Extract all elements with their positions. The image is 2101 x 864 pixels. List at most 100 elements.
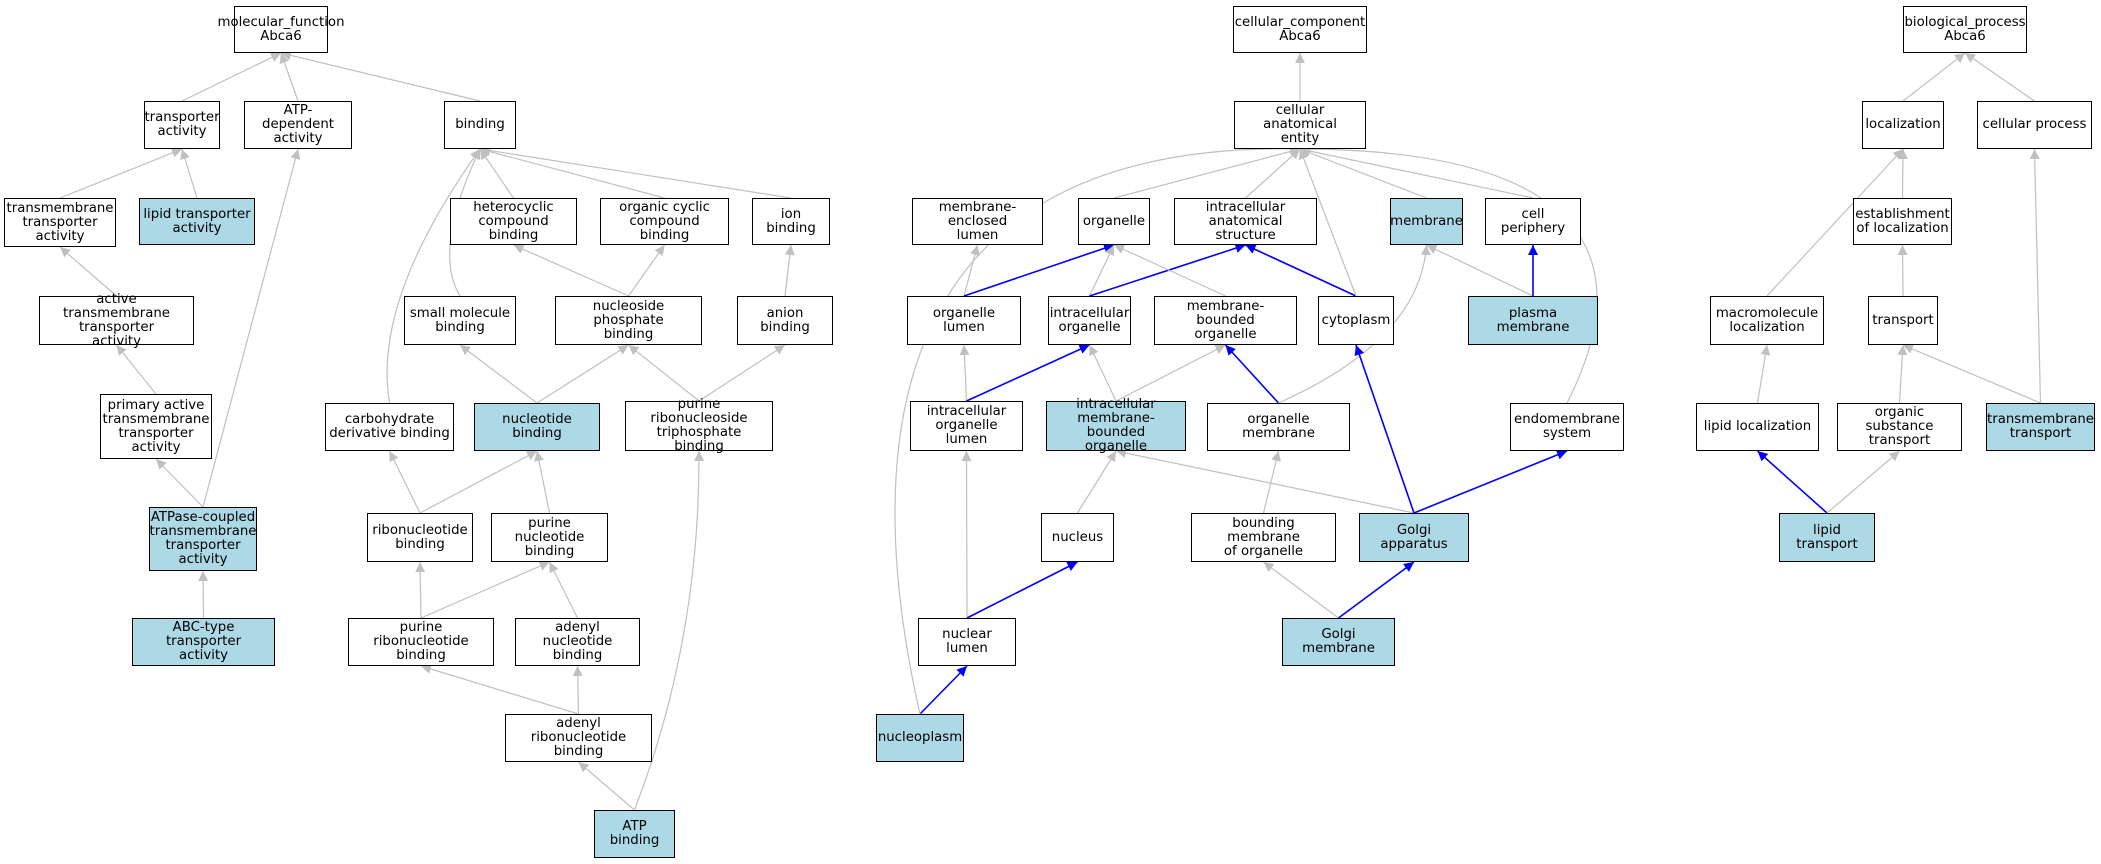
node-label: cytoplasm xyxy=(1321,312,1391,328)
is-a-edge xyxy=(628,244,665,297)
node-active-transmembrane-transporter-activity[interactable]: active transmembrane transporter activit… xyxy=(39,292,194,348)
is-a-edge xyxy=(59,246,117,297)
node-label: binding xyxy=(455,117,505,132)
is-a-edge xyxy=(279,52,299,102)
node-organelle[interactable]: organelle xyxy=(1078,198,1150,245)
is-a-edge xyxy=(459,344,538,404)
node-purine-ribonucleotide-binding[interactable]: purine ribonucleotide binding xyxy=(348,618,494,666)
node-ribonucleotide-binding[interactable]: ribonucleotide binding xyxy=(367,513,473,562)
node-cytoplasm[interactable]: cytoplasm xyxy=(1318,296,1394,345)
node-establishment-of-localization[interactable]: establishment of localization xyxy=(1853,198,1952,245)
node-label: membrane xyxy=(1390,213,1463,229)
node-label: organelle membrane xyxy=(1242,412,1315,441)
is-a-edge xyxy=(1299,144,1598,404)
node-anion-binding[interactable]: anion binding xyxy=(737,296,833,345)
node-organic-substance-transport[interactable]: organic substance transport xyxy=(1837,403,1962,451)
node-lipid-localization[interactable]: lipid localization xyxy=(1696,403,1819,451)
node-nucleoside-phosphate-binding[interactable]: nucleoside phosphate binding xyxy=(555,296,702,345)
node-adenyl-nucleotide-binding[interactable]: adenyl nucleotide binding xyxy=(515,618,640,666)
node-label: biological_process Abca6 xyxy=(1904,14,2026,44)
node-label: nucleoplasm xyxy=(877,730,963,745)
node-organelle-membrane[interactable]: organelle membrane xyxy=(1207,403,1350,451)
is-a-edge xyxy=(698,344,786,402)
is-a-edge xyxy=(420,561,550,619)
node-primary-active-transmembrane-transporter-activity[interactable]: primary active transmembrane transporter… xyxy=(100,394,212,459)
node-molecular-function-root[interactable]: molecular_function Abca6 xyxy=(218,6,345,53)
node-label: intracellular organelle lumen xyxy=(926,404,1007,447)
node-label: ion binding xyxy=(766,206,816,236)
node-intracellular-membrane-bounded-organelle[interactable]: intracellular membrane-bounded organelle xyxy=(1046,398,1186,454)
node-label: cellular_component Abca6 xyxy=(1234,14,1366,44)
node-golgi-membrane[interactable]: Golgi membrane xyxy=(1282,618,1395,666)
node-nuclear-lumen[interactable]: nuclear lumen xyxy=(918,618,1016,666)
node-heterocyclic-compound-binding[interactable]: heterocyclic compound binding xyxy=(450,198,577,245)
node-label: organelle xyxy=(1082,213,1146,229)
node-label: cell periphery xyxy=(1500,206,1566,236)
part-of-edge xyxy=(963,243,1115,297)
node-carbohydrate-derivative-binding[interactable]: carbohydrate derivative binding xyxy=(325,403,454,451)
part-of-edge xyxy=(1413,450,1568,514)
node-label: intracellular organelle xyxy=(1049,305,1130,335)
node-intracellular-organelle-lumen[interactable]: intracellular organelle lumen xyxy=(910,401,1023,451)
node-cell-periphery[interactable]: cell periphery xyxy=(1485,198,1581,245)
is-a-edge xyxy=(479,148,514,199)
node-purine-nucleotide-binding[interactable]: purine nucleotide binding xyxy=(491,513,608,562)
node-lipid-transport[interactable]: lipid transport xyxy=(1779,513,1875,562)
node-label: carbohydrate derivative binding xyxy=(329,412,450,441)
node-label: nucleotide binding xyxy=(502,412,572,441)
node-lipid-transporter-activity[interactable]: lipid transporter activity xyxy=(139,198,255,245)
node-organic-cyclic-compound-binding[interactable]: organic cyclic compound binding xyxy=(600,198,729,245)
part-of-edge xyxy=(1089,243,1246,297)
node-cellular-anatomical-entity[interactable]: cellular anatomical entity xyxy=(1234,101,1366,149)
node-atp-binding[interactable]: ATP binding xyxy=(594,810,675,858)
node-plasma-membrane[interactable]: plasma membrane xyxy=(1468,296,1598,345)
node-label: plasma membrane xyxy=(1496,305,1570,335)
node-organelle-lumen[interactable]: organelle lumen xyxy=(907,296,1021,345)
node-nucleus[interactable]: nucleus xyxy=(1041,513,1114,562)
is-a-edge xyxy=(513,244,629,297)
node-nucleotide-binding[interactable]: nucleotide binding xyxy=(474,403,600,451)
node-bounding-membrane-of-organelle[interactable]: bounding membrane of organelle xyxy=(1191,513,1336,562)
node-label: transport xyxy=(1872,312,1934,328)
is-a-edge xyxy=(572,665,583,715)
is-a-edge xyxy=(959,344,970,402)
node-atpase-coupled-transmembrane-transporter-activity[interactable]: ATPase-coupled transmembrane transporter… xyxy=(149,507,257,571)
is-a-edge xyxy=(198,570,209,619)
node-transmembrane-transporter-activity[interactable]: transmembrane transporter activity xyxy=(4,198,116,247)
node-cellular-component-root[interactable]: cellular_component Abca6 xyxy=(1233,6,1367,53)
is-a-edge xyxy=(202,148,301,508)
node-label: membrane-bounded organelle xyxy=(1186,298,1265,342)
node-intracellular-anatomical-structure[interactable]: intracellular anatomical structure xyxy=(1174,198,1317,245)
node-ion-binding[interactable]: ion binding xyxy=(752,198,830,245)
node-transport[interactable]: transport xyxy=(1868,296,1938,345)
node-label: adenyl nucleotide binding xyxy=(542,620,613,663)
node-label: active transmembrane transporter activit… xyxy=(63,291,170,349)
node-membrane-bounded-organelle[interactable]: membrane-bounded organelle xyxy=(1154,296,1297,345)
node-golgi-apparatus[interactable]: Golgi apparatus xyxy=(1359,513,1469,562)
node-adenyl-ribonucleotide-binding[interactable]: adenyl ribonucleotide binding xyxy=(505,714,652,762)
node-label: organelle lumen xyxy=(932,305,996,335)
node-abc-type-transporter-activity[interactable]: ABC-type transporter activity xyxy=(132,618,275,666)
node-macromolecule-localization[interactable]: macromolecule localization xyxy=(1710,296,1824,345)
node-binding[interactable]: binding xyxy=(444,101,516,149)
is-a-edge xyxy=(59,148,183,199)
is-a-edge xyxy=(963,244,980,297)
node-localization[interactable]: localization xyxy=(1862,101,1944,149)
is-a-edge xyxy=(479,146,665,199)
node-atp-dependent-activity[interactable]: ATP-dependent activity xyxy=(244,101,352,149)
node-intracellular-organelle[interactable]: intracellular organelle xyxy=(1048,296,1131,345)
node-membrane-enclosed-lumen[interactable]: membrane-enclosed lumen xyxy=(912,198,1043,245)
is-a-edge xyxy=(1262,450,1282,514)
node-endomembrane-system[interactable]: endomembrane system xyxy=(1510,403,1624,451)
node-purine-ribonucleoside-triphosphate-binding[interactable]: purine ribonucleoside triphosphate bindi… xyxy=(625,398,773,454)
node-biological-process-root[interactable]: biological_process Abca6 xyxy=(1903,6,2027,53)
is-a-edge xyxy=(1115,344,1226,402)
node-cellular-process[interactable]: cellular process xyxy=(1977,101,2092,149)
node-nucleoplasm[interactable]: nucleoplasm xyxy=(876,714,964,762)
node-small-molecule-binding[interactable]: small molecule binding xyxy=(404,296,516,345)
is-a-edge xyxy=(1902,52,1966,102)
node-transporter-activity[interactable]: transporter activity xyxy=(144,101,220,149)
node-transmembrane-transport[interactable]: transmembrane transport xyxy=(1986,403,2095,451)
part-of-edge xyxy=(919,665,968,715)
node-membrane[interactable]: membrane xyxy=(1390,198,1463,245)
